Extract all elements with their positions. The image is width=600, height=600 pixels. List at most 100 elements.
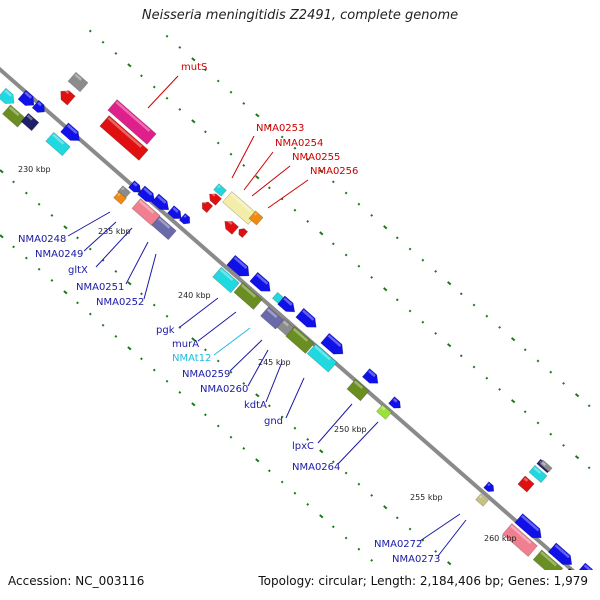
- scale-tick: [574, 393, 580, 398]
- scale-tick: [293, 208, 297, 212]
- scale-tick: [141, 13, 143, 14]
- scale-tick: [434, 269, 438, 273]
- scale-tick: [383, 225, 388, 230]
- gene-label: NMA0251: [76, 282, 124, 293]
- scale-tick: [383, 505, 388, 510]
- scale-tick: [549, 432, 553, 436]
- scale-tick: [203, 348, 207, 352]
- gene-feature: [128, 180, 141, 193]
- gene-leader-line: [243, 151, 274, 191]
- gene-feature: [260, 306, 284, 330]
- scale-tick: [319, 514, 324, 519]
- scale-tick: [88, 29, 92, 33]
- scale-tick: [152, 368, 156, 372]
- scale-tick: [370, 558, 374, 562]
- gene-label: NMA0272: [374, 539, 422, 550]
- scale-tick: [191, 402, 196, 407]
- gene-labels: mutSNMA0253NMA0254NMA0255NMA0256NMA0248N…: [18, 62, 467, 565]
- scale-tick: [242, 164, 246, 167]
- scale-tick: [408, 527, 412, 531]
- scale-tick: [344, 536, 348, 540]
- scale-tick: [357, 264, 361, 268]
- gene-leader-line: [265, 361, 283, 403]
- gene-leader-line: [267, 179, 309, 209]
- scale-tick: [395, 516, 399, 520]
- scale-tick: [447, 561, 452, 566]
- scale-tick: [549, 370, 553, 374]
- scale-tick: [229, 90, 233, 94]
- gene-feature: [213, 183, 227, 197]
- scale-tick: [280, 135, 284, 139]
- scale-tick: [510, 399, 516, 404]
- gene-feature: [226, 254, 250, 277]
- kbp-label: 260 kbp: [484, 534, 517, 543]
- scale-tick: [216, 79, 220, 83]
- scale-tick: [267, 469, 271, 473]
- scale-tick: [229, 435, 233, 439]
- gene-leader-line: [251, 165, 291, 197]
- scale-tick: [24, 256, 28, 260]
- scale-tick: [486, 596, 488, 597]
- scale-tick: [344, 191, 348, 195]
- kbp-label: 255 kbp: [410, 493, 443, 502]
- scale-tick: [472, 365, 476, 369]
- gene-label: mutS: [181, 62, 207, 73]
- scale-tick: [421, 320, 425, 324]
- scale-tick: [587, 404, 591, 408]
- scale-tick: [434, 549, 438, 553]
- scale-tick: [0, 169, 4, 174]
- gene-leader-line: [285, 377, 305, 419]
- scale-tick: [370, 275, 374, 279]
- gene-feature: [320, 332, 344, 355]
- scale-tick: [76, 236, 79, 240]
- gene-label: NMA0248: [18, 234, 66, 245]
- gene-label: NMA0254: [275, 138, 323, 149]
- scale-tick: [408, 309, 412, 313]
- genome-summary: Topology: circular; Length: 2,184,406 bp…: [258, 574, 588, 588]
- scale-tick: [447, 343, 452, 348]
- scale-tick: [114, 335, 118, 338]
- gene-feature: [483, 481, 495, 492]
- scale-tick: [459, 292, 463, 296]
- scale-tick: [357, 482, 361, 486]
- gene-feature: [60, 88, 76, 106]
- scale-tick: [127, 281, 132, 286]
- gene-feature: [388, 396, 401, 409]
- scale-tick: [128, 2, 131, 5]
- scale-tick: [447, 281, 452, 286]
- gene-feature: [0, 87, 15, 104]
- scale-tick: [344, 471, 348, 475]
- gene-leader-line: [95, 227, 133, 268]
- accession-text: Accession: NC_003116: [8, 574, 145, 588]
- gene-feature: [45, 131, 71, 157]
- scale-tick: [421, 258, 425, 262]
- scale-tick: [114, 270, 118, 273]
- scale-tick: [280, 415, 284, 419]
- scale-tick: [562, 381, 565, 385]
- scale-tick: [293, 491, 297, 495]
- scale-tick: [344, 253, 348, 257]
- gene-leader-line: [247, 349, 269, 387]
- scale-tick: [331, 460, 335, 464]
- scale-tick: [165, 96, 169, 100]
- gene-label: NMA0260: [200, 384, 248, 395]
- kbp-label: 230 kbp: [18, 165, 51, 174]
- gene-feature: [514, 513, 542, 539]
- gene-leader-line: [143, 253, 157, 300]
- scale-tick: [37, 267, 41, 271]
- scale-tick: [127, 63, 132, 68]
- gene-label: NMA0259: [182, 369, 230, 380]
- scale-tick: [101, 323, 105, 327]
- scale-tick: [50, 279, 54, 282]
- scale-tick: [153, 24, 155, 25]
- gene-leader-line: [337, 421, 379, 465]
- scale-tick: [88, 247, 92, 251]
- gene-leader-line: [419, 513, 461, 542]
- scale-tick: [395, 236, 399, 240]
- scale-tick: [409, 593, 411, 594]
- scale-tick: [216, 424, 220, 428]
- scale-tick: [64, 8, 67, 11]
- scale-tick: [76, 301, 79, 305]
- scale-tick: [101, 40, 105, 44]
